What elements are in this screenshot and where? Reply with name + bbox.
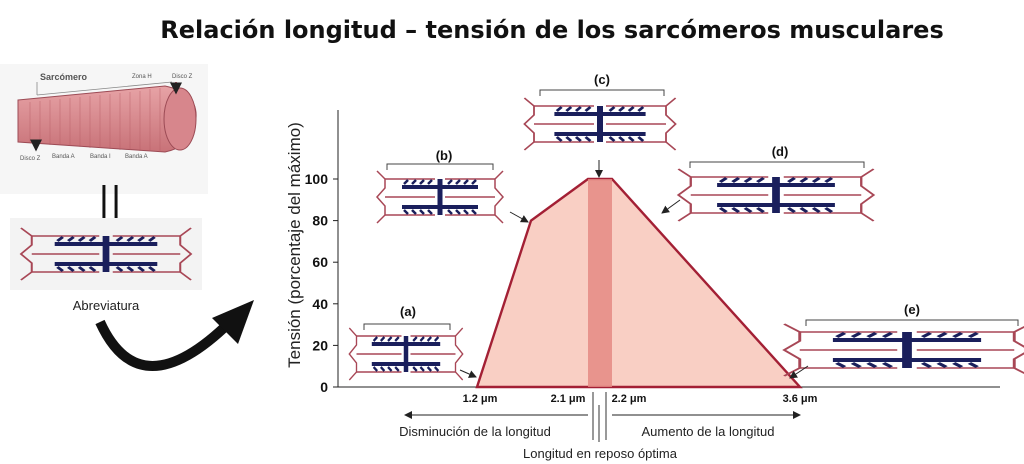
y-tick-label: 60 bbox=[312, 254, 328, 270]
page-title: Relación longitud – tensión de los sarcó… bbox=[160, 16, 943, 44]
panel-c-label: (c) bbox=[594, 72, 610, 87]
x-tick-label: 2.1 μm bbox=[551, 393, 586, 405]
panel-d-label: (d) bbox=[772, 144, 789, 159]
x-tick-label: 2.2 μm bbox=[612, 393, 647, 405]
panel-e-label: (e) bbox=[904, 302, 920, 317]
length-tension-chart: 0 20 40 60 80 100 Tensión (porcentaje del máx… bbox=[285, 110, 1000, 461]
band-i-label: Banda I bbox=[90, 154, 111, 160]
panel-a-label: (a) bbox=[400, 304, 416, 319]
disc-z-bottom-label: Disco Z bbox=[20, 156, 41, 162]
band-a-2-label: Banda A bbox=[125, 154, 148, 160]
panel-c: (c) bbox=[524, 72, 675, 178]
panel-a: (a) bbox=[349, 304, 477, 380]
increase-length-label: Aumento de la longitud bbox=[642, 424, 775, 439]
curved-arrow-head bbox=[212, 300, 254, 344]
y-tick-label: 40 bbox=[312, 296, 328, 312]
tension-area bbox=[475, 177, 803, 389]
sarcomere-label: Sarcómero bbox=[40, 72, 88, 82]
y-axis-label: Tensión (porcentaje del máximo) bbox=[285, 122, 304, 368]
optimal-length-band bbox=[588, 179, 612, 387]
y-tick-label: 0 bbox=[320, 379, 328, 395]
disc-z-top-label: Disco Z bbox=[172, 74, 193, 80]
panel-b: (b) bbox=[377, 148, 529, 223]
zone-h-label: Zona H bbox=[132, 74, 152, 80]
y-tick-label: 80 bbox=[312, 213, 328, 229]
abbreviation-sarcomere bbox=[10, 218, 202, 290]
equals-sign: || bbox=[98, 180, 122, 221]
decrease-length-label: Disminución de la longitud bbox=[399, 424, 551, 439]
x-tick-label: 1.2 μm bbox=[463, 393, 498, 405]
panel-e: (e) bbox=[784, 302, 1024, 378]
panel-b-label: (b) bbox=[436, 148, 453, 163]
y-tick-label: 20 bbox=[312, 337, 328, 353]
band-a-1-label: Banda A bbox=[52, 154, 75, 160]
panel-d: (d) bbox=[661, 144, 874, 221]
optimal-length-label: Longitud en reposo óptima bbox=[523, 446, 678, 461]
y-tick-label: 100 bbox=[305, 171, 329, 187]
x-tick-label: 3.6 μm bbox=[783, 393, 818, 405]
curved-arrow bbox=[95, 318, 234, 371]
abbreviation-label: Abreviatura bbox=[73, 298, 140, 313]
sarcomere-illustration: Sarcómero Zona H Disco Z Disco Z Banda A… bbox=[0, 64, 208, 194]
